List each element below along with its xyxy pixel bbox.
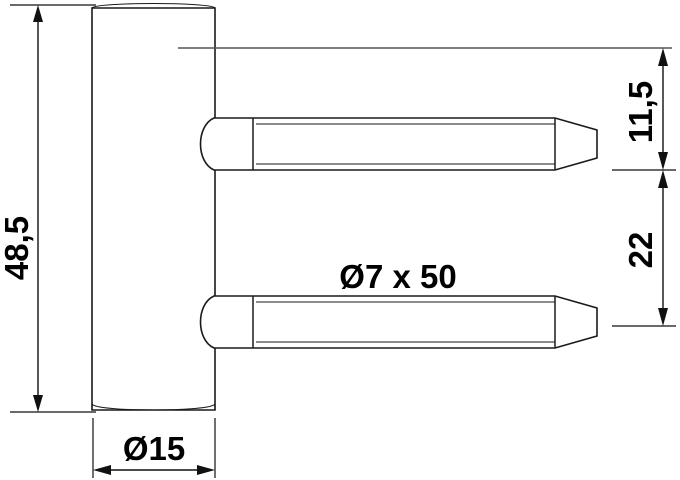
dimension-plate-width: Ø15 — [92, 418, 216, 478]
plate-bottom-edge — [91, 403, 216, 411]
plate-top-edge — [91, 2, 216, 9]
arrow-up-icon-22 — [658, 170, 668, 188]
arrow-down-icon — [33, 395, 43, 412]
upper-pin — [199, 117, 598, 171]
lower-pin — [199, 295, 598, 349]
arrow-up-icon — [33, 5, 43, 22]
arrow-left-icon — [93, 465, 111, 475]
dimension-label-top-pin-offset: 11,5 — [622, 81, 659, 143]
dimension-pin-spacing: 22 — [612, 170, 676, 327]
annotation-pin-spec: Ø7 x 50 — [339, 258, 456, 295]
annotation-label-pin-spec: Ø7 x 50 — [339, 258, 456, 295]
dimension-label-overall-height: 48,5 — [0, 216, 35, 280]
dimension-overall-height: 48,5 — [0, 4, 96, 413]
dimension-label-pin-spacing: 22 — [622, 232, 659, 269]
arrow-up-icon-11-5 — [658, 48, 668, 66]
arrow-right-icon — [197, 465, 215, 475]
arrow-down-icon-22 — [658, 308, 668, 326]
upper-pin-outline — [199, 117, 598, 171]
lower-pin-outline — [199, 295, 598, 349]
dimension-label-plate-width: Ø15 — [123, 430, 185, 467]
dimension-top-pin-offset: 11,5 — [612, 48, 676, 171]
arrow-down-icon-11-5 — [658, 152, 668, 170]
plate-body — [91, 7, 216, 411]
mounting-plate — [91, 2, 216, 411]
